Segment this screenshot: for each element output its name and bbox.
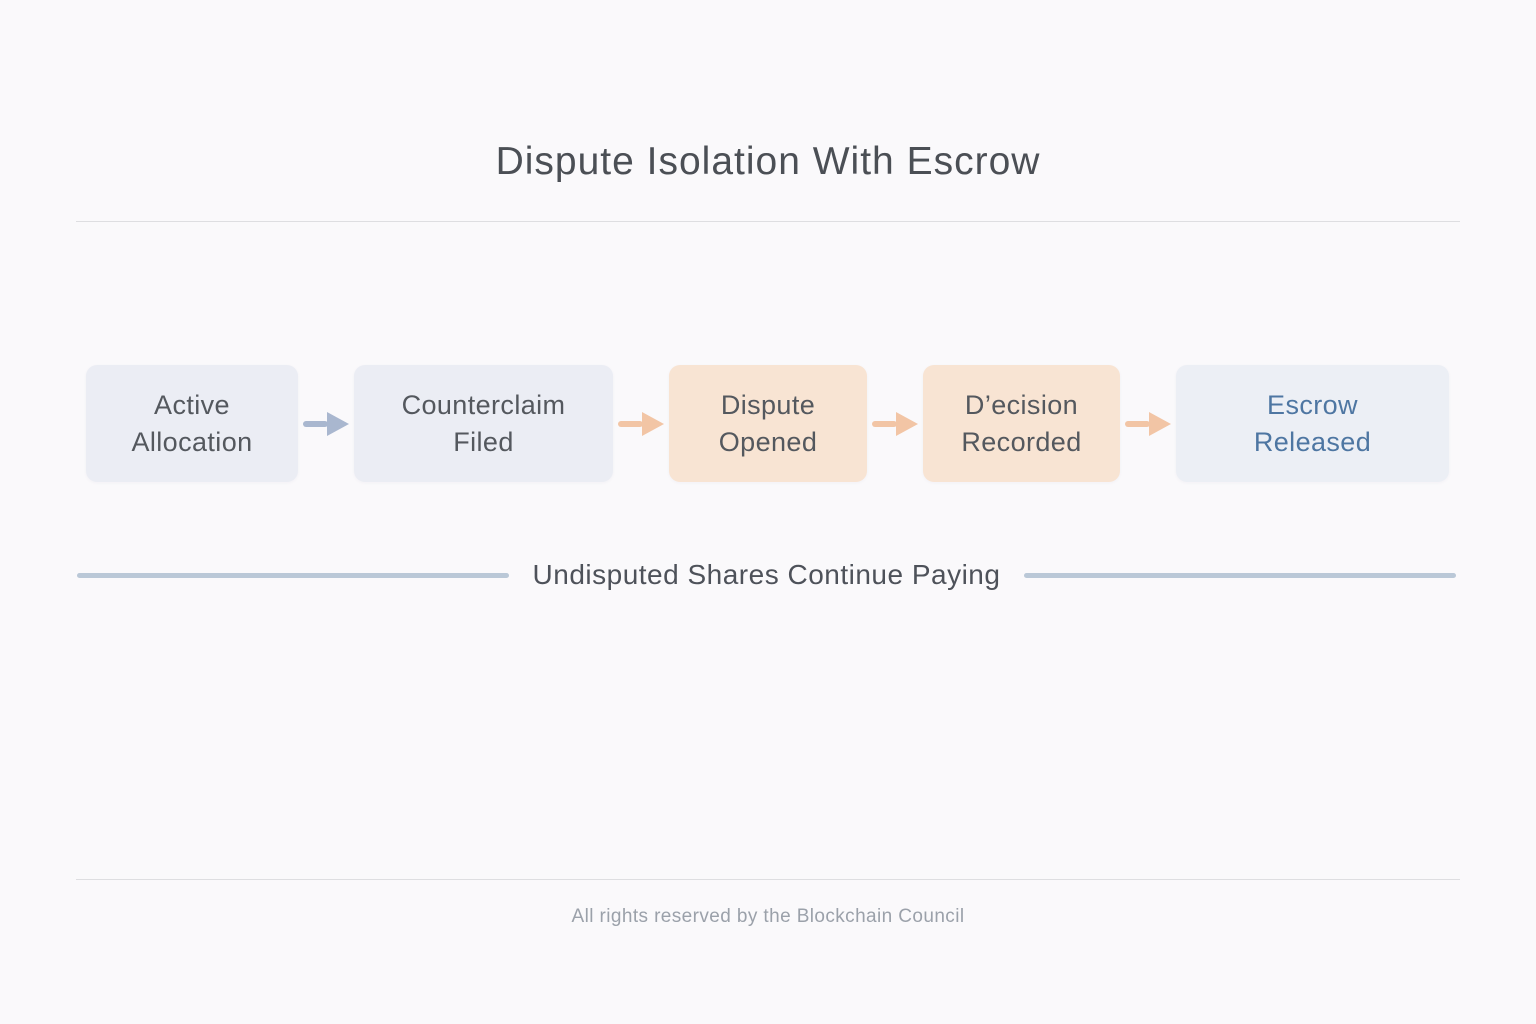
flow-step-label-line2: Released: [1253, 426, 1372, 457]
right-arrow-icon: [303, 411, 349, 436]
flow-step-counterclaim-filed: Counterclaim Filed: [354, 365, 613, 482]
title-divider-rule: [76, 221, 1460, 222]
flow-connector: [298, 404, 354, 444]
footer-divider-rule: [76, 879, 1460, 880]
right-arrow-icon: [1125, 411, 1171, 436]
page-title: Dispute Isolation With Escrow: [495, 140, 1041, 183]
flow-step-label-line1: Escrow: [1267, 389, 1358, 420]
flow-connector: [867, 404, 923, 444]
footer-copyright: All rights reserved by the Blockchain Co…: [571, 906, 965, 927]
flow-step-active-allocation: Active Allocation: [86, 365, 298, 482]
flow-step-dispute-opened: Dispute Opened: [669, 365, 867, 482]
flow-connector: [613, 404, 669, 444]
undisputed-shares-divider: Undisputed Shares Continue Paying: [77, 552, 1456, 598]
divider-label: Undisputed Shares Continue Paying: [532, 559, 1001, 590]
flow-step-label-line1: Active: [154, 389, 230, 420]
flow-step-label-line1: D’ecision: [964, 389, 1079, 420]
flow-step-label-line1: Counterclaim: [401, 389, 566, 420]
flow-step-escrow-released: Escrow Released: [1176, 365, 1449, 482]
escrow-flowchart: Active Allocation Counterclaim Filed Dis…: [86, 365, 1449, 482]
divider-line-right: [1024, 572, 1456, 578]
flow-step-decision-recorded: D’ecision Recorded: [923, 365, 1120, 482]
flow-step-label-line2: Recorded: [961, 426, 1082, 457]
flow-step-label-line2: Allocation: [131, 426, 253, 457]
right-arrow-icon: [872, 411, 918, 436]
right-arrow-icon: [618, 411, 664, 436]
flow-step-label-line1: Dispute: [720, 389, 816, 420]
flow-step-label-line2: Opened: [718, 426, 818, 457]
divider-line-left: [77, 572, 509, 578]
flow-step-label-line2: Filed: [453, 426, 514, 457]
flow-connector: [1120, 404, 1176, 444]
